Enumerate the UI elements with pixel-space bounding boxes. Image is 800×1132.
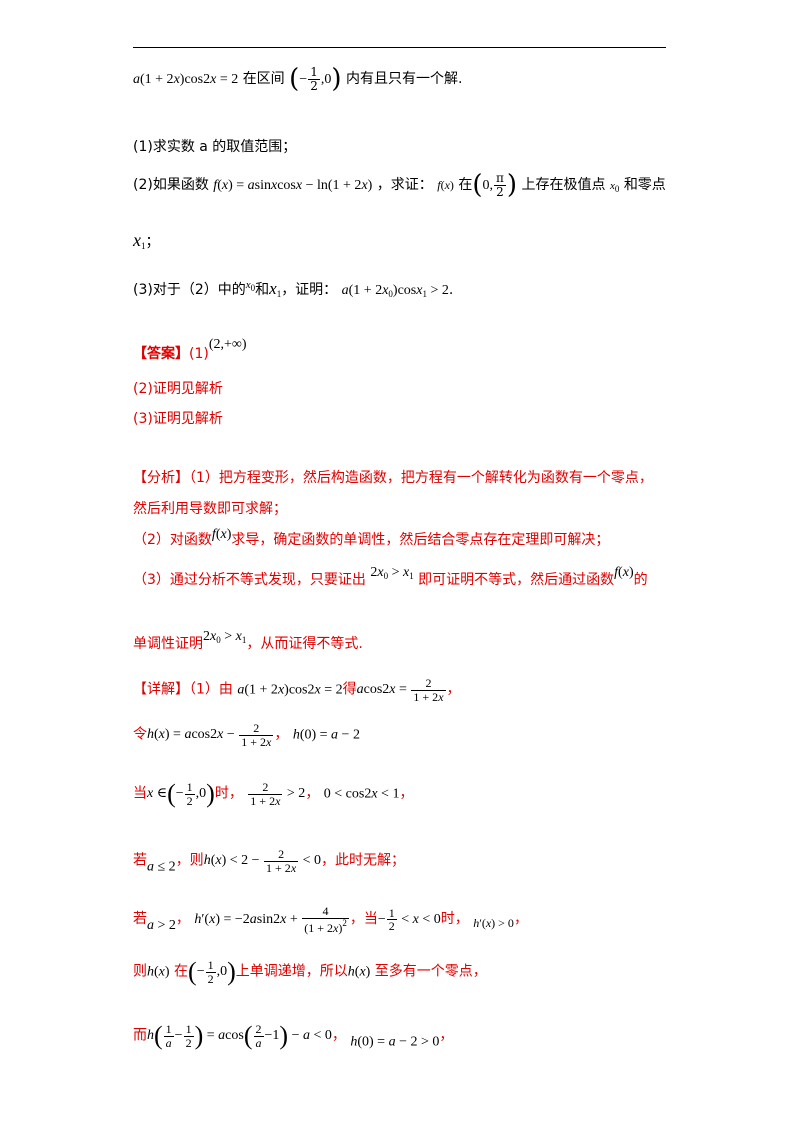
text: 上单调递增，所以 [235, 963, 348, 980]
text: 的 [633, 572, 648, 588]
analysis-line-3: （2）对函数f(x)求导，确定函数的单调性，然后结合零点存在定理即可解决； [133, 527, 610, 548]
text: ， [399, 785, 414, 802]
analysis-line-4: （3）通过分析不等式发现，只要证出 2x0 > x1 即可证明不等式，然后通过函… [133, 565, 648, 588]
detail-line-5: 若a > 2， h′(x) = −2asin2x + 4(1 + 2x)2，当−… [133, 904, 528, 935]
text: 至多有一个零点， [374, 963, 487, 980]
text: ， [175, 910, 190, 927]
text: (1) [189, 346, 209, 362]
question-3: (3)对于（2）中的x0和x1，证明： a(1 + 2x0)cosx1 > 2. [133, 279, 454, 299]
analysis-line-5: 单调性证明2x0 > x1，从而证得不等式. [133, 629, 363, 652]
answer-3: (3)证明见解析 [133, 411, 223, 427]
text: （2）对函数 [133, 532, 212, 548]
text: 时， [440, 910, 469, 927]
text: ， [331, 1027, 346, 1044]
inequality: a(1 + 2x0)cosx1 > 2 [341, 283, 449, 299]
text: 内有且只有一个解. [345, 71, 463, 88]
analysis-line-2: 然后利用导数即可求解； [133, 501, 287, 517]
text: ， [513, 910, 528, 927]
text: 在 [458, 177, 473, 194]
text: 【详解】（1）由 [133, 681, 233, 698]
answer-2: (2)证明见解析 [133, 381, 223, 397]
text: 上存在极值点 [521, 177, 606, 194]
text: 和零点 [623, 177, 666, 194]
text: (3)对于（2）中的 [133, 282, 246, 298]
text: ； [145, 234, 160, 250]
text: 单调性证明 [133, 636, 203, 652]
text: 即可证明不等式，然后通过函数 [418, 572, 615, 588]
text: 时， [214, 785, 243, 802]
text: ， [305, 785, 320, 802]
answer-value: (2,+∞) [208, 337, 247, 352]
answer-label: 【答案】 [133, 346, 189, 362]
text: 令 [133, 726, 147, 743]
text: （3）通过分析不等式发现，只要证出 [133, 572, 366, 588]
text: ，证明： [281, 282, 338, 298]
analysis-line-1: 【分析】（1）把方程变形，然后构造函数，把方程有一个解转化为函数有一个零点， [133, 470, 653, 486]
text: 若 [133, 852, 147, 869]
text: 求导，确定函数的单调性，然后结合零点存在定理即可解决； [231, 532, 610, 548]
text: 在 [174, 963, 189, 980]
question-1: (1)求实数 a 的取值范围； [133, 139, 297, 155]
text: 和 [255, 282, 270, 298]
text: 若 [133, 910, 147, 927]
text: 在区间 [242, 71, 285, 88]
function-f: f(x) = asinxcosx − ln(1 + 2x) [213, 178, 373, 194]
text: 则 [133, 963, 147, 980]
text: ， [439, 1027, 454, 1044]
question-2: (2)如果函数 f(x) = asinxcosx − ln(1 + 2x) ，求… [133, 170, 666, 201]
text: ，此时无解； [321, 852, 406, 869]
text: 当 [133, 785, 147, 802]
question-2-cont: x1； [133, 230, 160, 251]
text: (2)如果函数 [133, 177, 209, 194]
text: . [448, 282, 454, 298]
answer-1: 【答案】(1)(2,+∞) [133, 337, 247, 363]
text: 得 [342, 681, 357, 698]
text: ，从而证得不等式. [246, 636, 363, 652]
text: ， [446, 681, 461, 698]
text: 而 [133, 1027, 147, 1044]
text: ，求证： [376, 177, 433, 194]
equation: a(1 + 2x)cos2x = 2 [133, 72, 239, 88]
text: ， [274, 726, 289, 743]
header-rule [133, 47, 666, 48]
text: ，则 [175, 852, 204, 869]
text: ，当 [349, 910, 378, 927]
